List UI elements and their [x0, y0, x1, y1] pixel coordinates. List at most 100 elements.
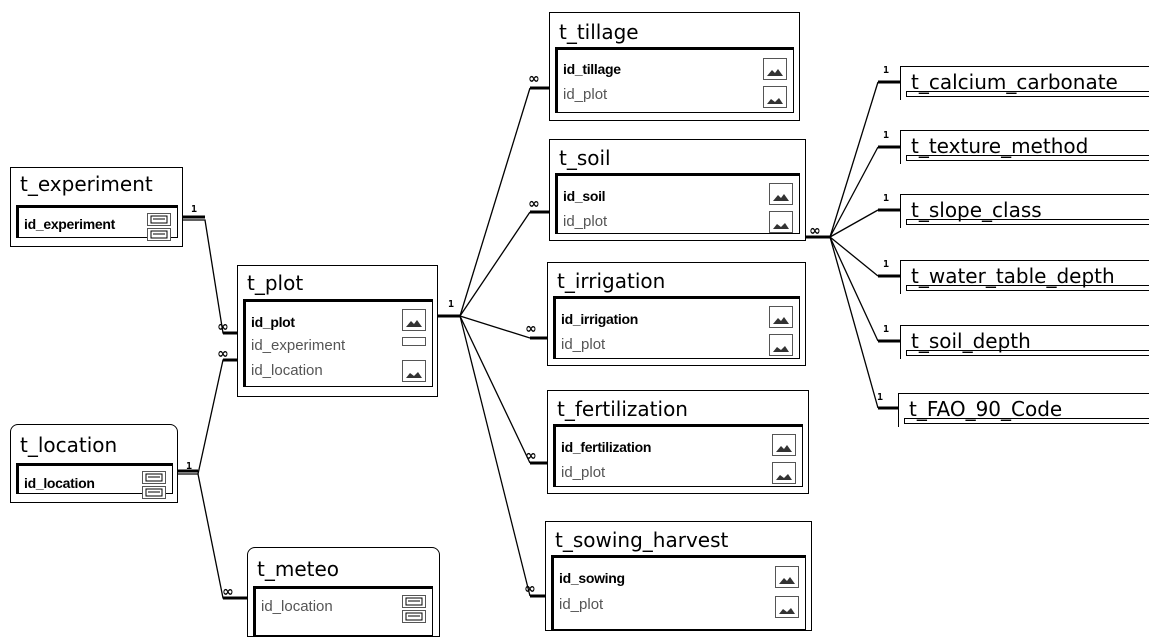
scroll-up-button[interactable] — [402, 595, 426, 608]
scroll-down-button[interactable] — [775, 596, 799, 618]
scroll-down-icon — [150, 230, 168, 239]
field-id-fertilization: id_fertilization — [561, 439, 652, 455]
table-title: t_fertilization — [557, 397, 688, 421]
table-title: t_slope_class — [911, 198, 1042, 222]
scroll-up-button[interactable] — [763, 58, 787, 80]
scroll-down-icon — [405, 612, 423, 621]
scroll-down-button[interactable] — [402, 610, 426, 623]
field-list[interactable]: id_plot id_experiment id_location — [243, 299, 433, 387]
field-id-plot: id_plot — [563, 86, 608, 103]
field-id-location: id_location — [261, 598, 333, 615]
cardinality-many-label: ∞ — [525, 321, 537, 337]
scroll-up-button[interactable] — [769, 306, 793, 328]
scroll-down-button[interactable] — [142, 486, 166, 499]
cardinality-one-label: 1 — [883, 324, 890, 335]
field-id-plot: id_plot — [251, 314, 295, 330]
table-t-irrigation[interactable]: t_irrigation id_irrigation id_plot — [547, 262, 806, 366]
scroll-up-icon — [150, 215, 168, 224]
table-t-fertilization[interactable]: t_fertilization id_fertilization id_plot — [547, 390, 809, 494]
collapsed-field-bar — [906, 350, 1149, 356]
table-title: t_texture_method — [911, 134, 1089, 158]
field-list[interactable]: id_irrigation id_plot — [553, 296, 800, 359]
scroll-up-icon — [779, 577, 795, 584]
scroll-down-icon — [776, 474, 792, 480]
cardinality-one-label: 1 — [191, 204, 198, 215]
scroll-down-icon — [773, 223, 789, 229]
cardinality-many-label: ∞ — [217, 346, 229, 362]
scroll-down-button[interactable] — [772, 462, 796, 484]
cardinality-many-label: ∞ — [809, 223, 821, 239]
scroll-up-button[interactable] — [402, 309, 426, 331]
table-t-calcium-carbonate[interactable]: t_calcium_carbonate — [900, 66, 1149, 100]
scroll-down-button[interactable] — [763, 86, 787, 108]
field-id-experiment: id_experiment — [251, 337, 346, 354]
table-t-texture-method[interactable]: t_texture_method — [900, 130, 1149, 164]
collapsed-field-bar — [906, 219, 1149, 225]
field-id-location: id_location — [24, 475, 95, 491]
field-list[interactable]: id_experiment — [16, 205, 178, 241]
table-title: t_calcium_carbonate — [911, 70, 1118, 94]
table-t-tillage[interactable]: t_tillage id_tillage id_plot — [549, 12, 800, 121]
field-list[interactable]: id_sowing id_plot — [551, 555, 806, 630]
field-id-location: id_location — [251, 362, 323, 379]
cardinality-many-label: ∞ — [525, 448, 537, 464]
table-t-location[interactable]: t_location id_location — [10, 424, 178, 503]
table-t-sowing-harvest[interactable]: t_sowing_harvest id_sowing id_plot — [545, 521, 812, 631]
table-t-slope-class[interactable]: t_slope_class — [900, 194, 1149, 228]
scroll-up-icon — [145, 473, 163, 482]
field-id-tillage: id_tillage — [563, 61, 621, 77]
cardinality-one-label: 1 — [186, 461, 193, 472]
table-title: t_location — [20, 433, 118, 457]
scroll-down-button[interactable] — [769, 211, 793, 233]
field-id-soil: id_soil — [563, 188, 606, 204]
table-title: t_soil — [559, 146, 611, 170]
cardinality-one-label: 1 — [883, 130, 890, 141]
table-t-meteo[interactable]: t_meteo id_location — [247, 547, 440, 637]
scroll-up-button[interactable] — [769, 183, 793, 205]
scroll-down-button[interactable] — [147, 228, 171, 241]
table-t-soil[interactable]: t_soil id_soil id_plot — [549, 139, 806, 241]
scroll-down-icon — [767, 98, 783, 104]
scroll-down-button[interactable] — [402, 360, 426, 382]
field-id-irrigation: id_irrigation — [561, 311, 638, 327]
collapsed-field-bar — [904, 418, 1149, 424]
table-title: t_experiment — [20, 172, 153, 196]
table-t-water-table-depth[interactable]: t_water_table_depth — [900, 260, 1149, 294]
scroll-up-icon — [405, 597, 423, 606]
scroll-up-icon — [406, 320, 422, 327]
table-t-experiment[interactable]: t_experiment id_experiment — [10, 167, 183, 247]
table-t-soil-depth[interactable]: t_soil_depth — [900, 325, 1149, 359]
field-list[interactable]: id_location — [253, 586, 433, 636]
table-title: t_water_table_depth — [911, 264, 1115, 288]
cardinality-many-label: ∞ — [217, 319, 229, 335]
cardinality-one-label: 1 — [883, 193, 890, 204]
field-id-plot: id_plot — [559, 596, 604, 613]
table-t-plot[interactable]: t_plot id_plot id_experiment id_location — [237, 265, 438, 397]
scroll-down-icon — [145, 488, 163, 497]
table-title: t_soil_depth — [911, 329, 1031, 353]
scroll-up-button[interactable] — [775, 566, 799, 588]
scroll-down-button[interactable] — [769, 334, 793, 356]
collapsed-field-bar — [906, 285, 1149, 291]
scroll-up-icon — [767, 69, 783, 76]
field-id-plot: id_plot — [561, 464, 606, 481]
cardinality-many-label: ∞ — [222, 584, 234, 600]
cardinality-many-label: ∞ — [528, 196, 540, 212]
cardinality-one-label: 1 — [448, 299, 455, 310]
table-t-fao-90-code[interactable]: t_FAO_90_Code — [898, 393, 1149, 427]
scroll-up-icon — [776, 445, 792, 452]
field-list[interactable]: id_location — [16, 463, 173, 499]
scroll-thumb[interactable] — [402, 337, 426, 346]
field-list[interactable]: id_tillage id_plot — [555, 47, 794, 113]
scroll-down-icon — [779, 608, 795, 614]
scroll-up-button[interactable] — [147, 213, 171, 226]
field-list[interactable]: id_fertilization id_plot — [553, 424, 803, 487]
field-list[interactable]: id_soil id_plot — [555, 173, 800, 234]
table-title: t_tillage — [559, 20, 639, 44]
scroll-up-button[interactable] — [142, 471, 166, 484]
table-title: t_FAO_90_Code — [909, 397, 1063, 421]
field-id-experiment: id_experiment — [24, 216, 116, 232]
scroll-up-button[interactable] — [772, 434, 796, 456]
table-title: t_irrigation — [557, 269, 666, 293]
